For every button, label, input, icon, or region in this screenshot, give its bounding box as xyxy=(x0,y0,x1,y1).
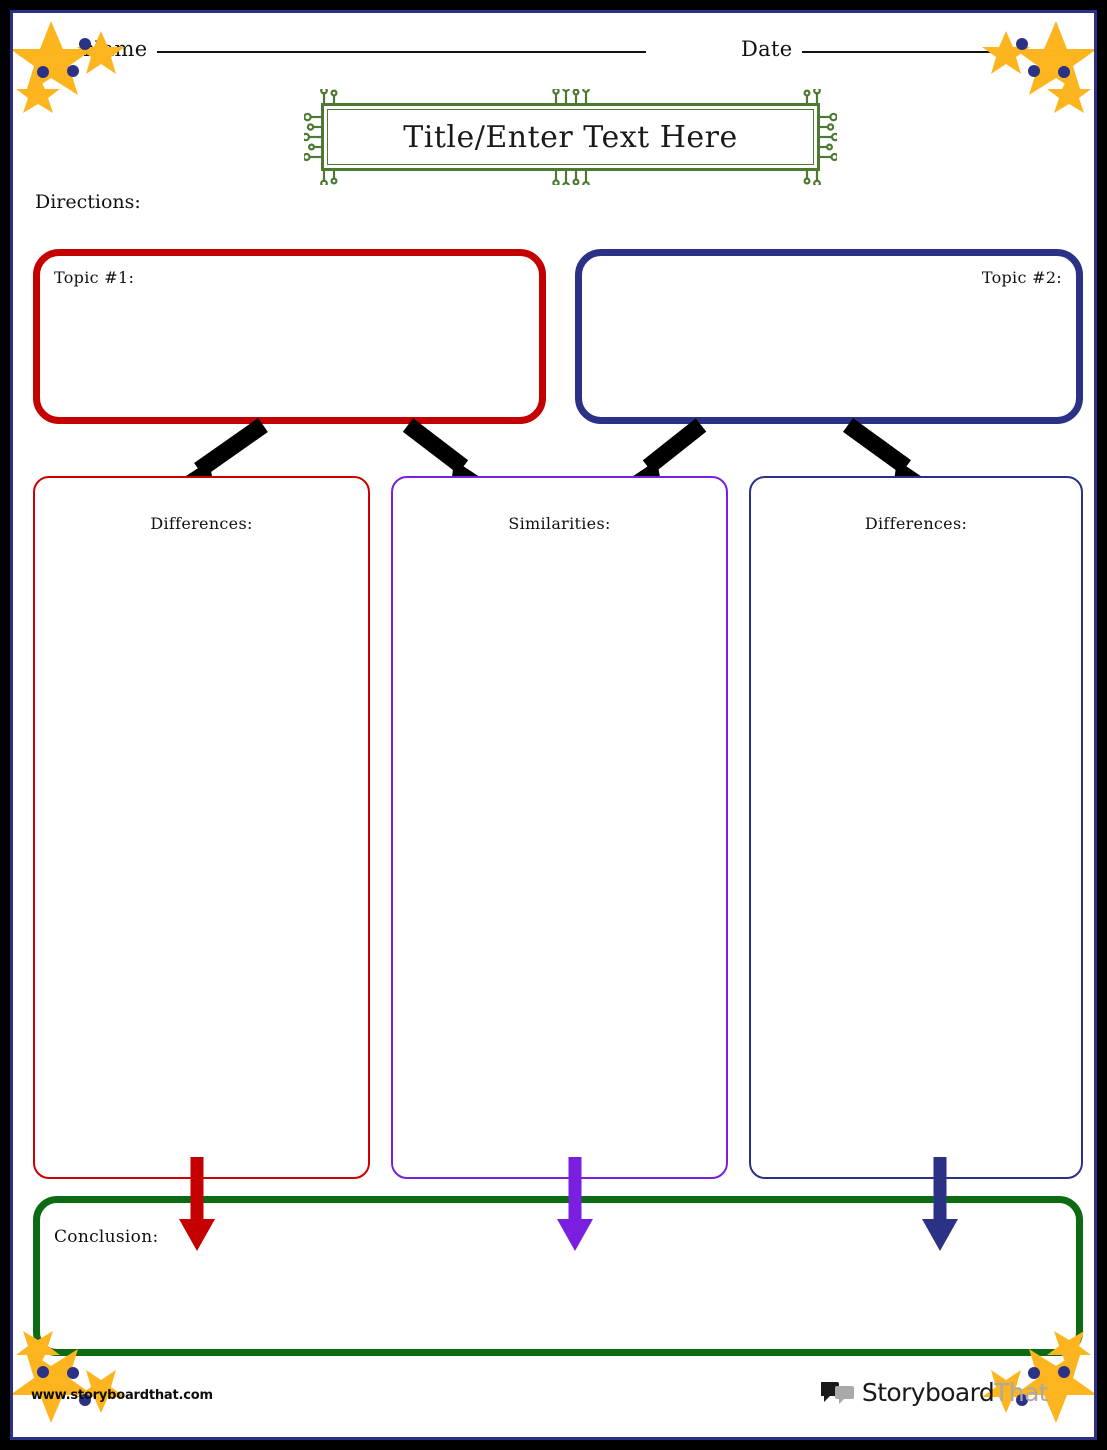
conclusion-label: Conclusion: xyxy=(54,1227,159,1247)
topic-2-label: Topic #2: xyxy=(981,268,1062,287)
title-plate[interactable]: Title/Enter Text Here xyxy=(321,103,820,171)
logo-word-storyboard: Storyboard xyxy=(861,1378,995,1407)
differences-right-column[interactable]: Differences: xyxy=(749,476,1083,1179)
logo-word-that: That xyxy=(994,1378,1048,1407)
name-field[interactable]: Name xyxy=(83,37,647,61)
differences-left-label: Differences: xyxy=(150,514,253,533)
topic-1-label: Topic #1: xyxy=(54,268,135,287)
date-field[interactable]: Date xyxy=(741,37,1032,61)
name-label: Name xyxy=(83,37,148,61)
footer-website-url[interactable]: www.storyboardthat.com xyxy=(31,1388,213,1403)
storyboardthat-logo[interactable]: StoryboardThat xyxy=(820,1378,1049,1407)
header-row: Name Date xyxy=(13,37,1094,81)
name-input-line[interactable] xyxy=(157,51,647,53)
title-banner[interactable]: Title/Enter Text Here xyxy=(304,89,837,185)
directions-label: Directions: xyxy=(35,191,141,213)
topic-2-box[interactable]: Topic #2: xyxy=(575,249,1083,424)
speech-bubbles-icon xyxy=(820,1381,854,1404)
date-input-line[interactable] xyxy=(802,51,1032,53)
logo-wordmark: StoryboardThat xyxy=(861,1378,1049,1407)
conclusion-box[interactable]: Conclusion: xyxy=(33,1196,1083,1356)
page-frame: Name Date xyxy=(10,10,1097,1440)
topic-1-box[interactable]: Topic #1: xyxy=(33,249,546,424)
title-text: Title/Enter Text Here xyxy=(403,119,738,155)
similarities-label: Similarities: xyxy=(508,514,611,533)
similarities-column[interactable]: Similarities: xyxy=(391,476,728,1179)
date-label: Date xyxy=(741,37,793,61)
differences-right-label: Differences: xyxy=(864,514,968,533)
worksheet-sheet: Name Date xyxy=(13,13,1094,1437)
differences-left-column[interactable]: Differences: xyxy=(33,476,370,1179)
